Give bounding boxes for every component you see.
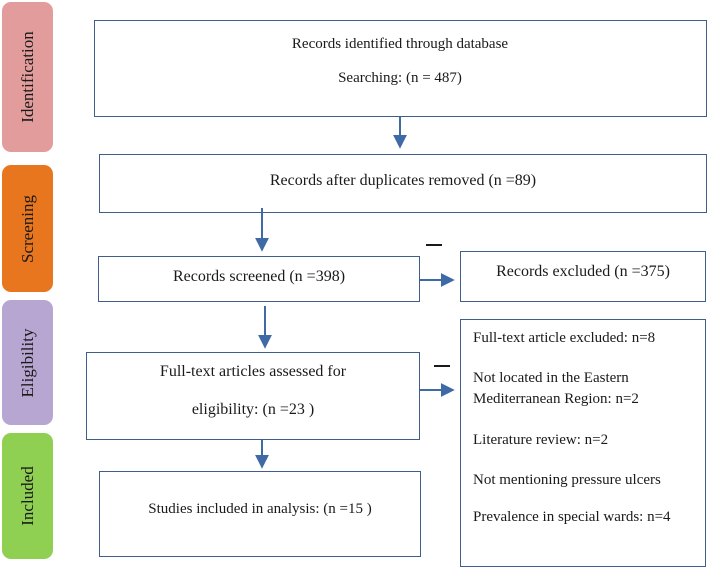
excluded-reason-2b: Mediterranean Region: n=2 — [473, 391, 639, 407]
records-identified-line1: Records identified through database — [291, 36, 509, 52]
phase-included: Included — [2, 433, 53, 559]
excluded-reason-4: Not mentioning pressure ulcers — [473, 472, 661, 488]
phase-screening: Screening — [2, 165, 53, 292]
box-records-excluded — [460, 251, 706, 302]
excluded-reason-5: Prevalence in special wards: n=4 — [473, 509, 671, 525]
box-duplicates-removed — [99, 154, 707, 213]
phase-identification: Identification — [2, 2, 53, 152]
duplicates-removed-text: Records after duplicates removed (n =89) — [269, 172, 537, 189]
dash-mark-screened — [426, 244, 442, 246]
box-studies-included — [99, 471, 421, 557]
excluded-reason-1: Full-text article excluded: n=8 — [473, 330, 656, 346]
dash-mark-fulltext — [434, 365, 450, 367]
records-excluded-text: Records excluded (n =375) — [496, 263, 670, 280]
box-records-screened — [98, 256, 420, 302]
phase-eligibility: Eligibility — [2, 300, 53, 425]
box-records-identified — [94, 20, 707, 117]
fulltext-assessed-line1: Full-text articles assessed for — [159, 363, 347, 380]
records-screened-text: Records screened (n =398) — [172, 268, 346, 285]
records-identified-line2: Searching: (n = 487) — [338, 70, 462, 86]
box-fulltext-excluded — [460, 319, 706, 567]
excluded-reason-2a: Not located in the Eastern — [473, 370, 629, 386]
excluded-reason-3: Literature review: n=2 — [473, 432, 609, 448]
box-fulltext-assessed — [86, 352, 420, 440]
studies-included-text: Studies included in analysis: (n =15 ) — [148, 501, 372, 517]
fulltext-assessed-line2: eligibility: (n =23 ) — [191, 401, 315, 418]
